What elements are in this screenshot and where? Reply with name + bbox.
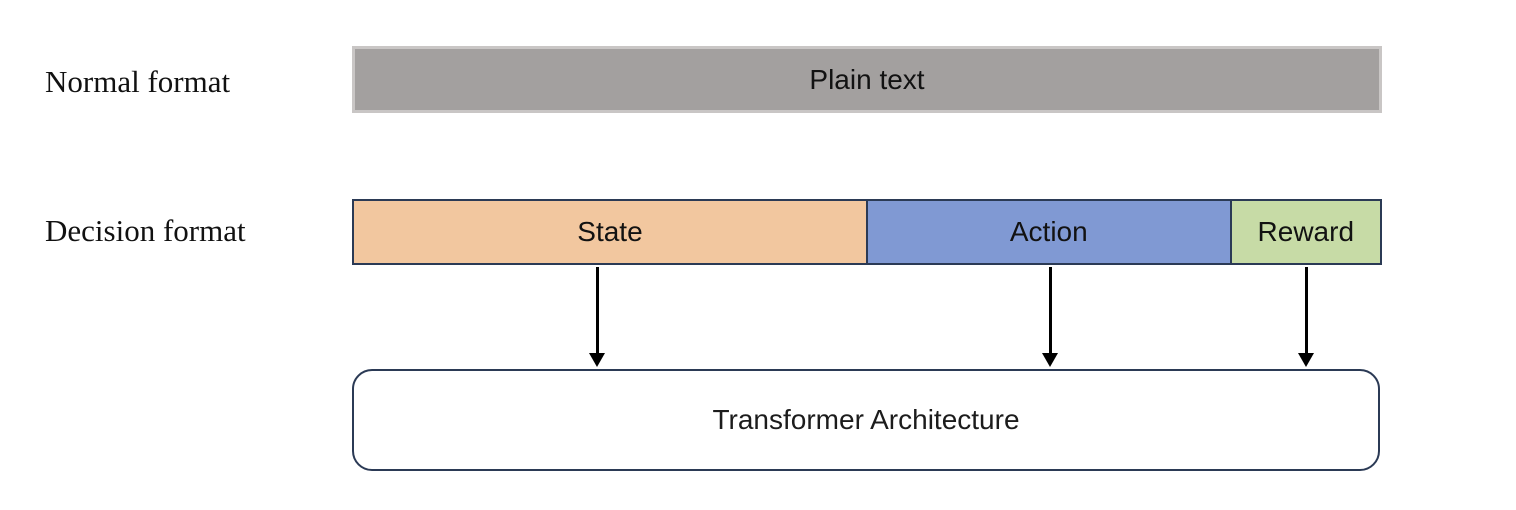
plain-text-bar-label: Plain text [809,63,925,95]
action-arrow-shaft [1048,267,1052,355]
decision-format-bar: State Action Reward [352,199,1382,265]
reward-segment: Reward [1229,201,1380,263]
plain-text-bar: Plain text [352,46,1382,113]
action-segment: Action [865,201,1230,263]
reward-segment-label: Reward [1257,216,1355,247]
state-segment-label: State [577,216,643,247]
normal-format-label: Normal format [45,64,231,99]
state-arrowhead-icon [589,353,605,367]
state-arrow-shaft [595,267,599,355]
reward-arrow-shaft [1304,267,1308,355]
reward-arrowhead-icon [1298,353,1314,367]
transformer-architecture-label: Transformer Architecture [712,404,1020,435]
state-segment: State [354,201,866,263]
action-arrowhead-icon [1042,353,1058,367]
decision-format-label: Decision format [45,213,246,248]
transformer-architecture-box: Transformer Architecture [352,369,1380,471]
action-segment-label: Action [1009,216,1088,247]
